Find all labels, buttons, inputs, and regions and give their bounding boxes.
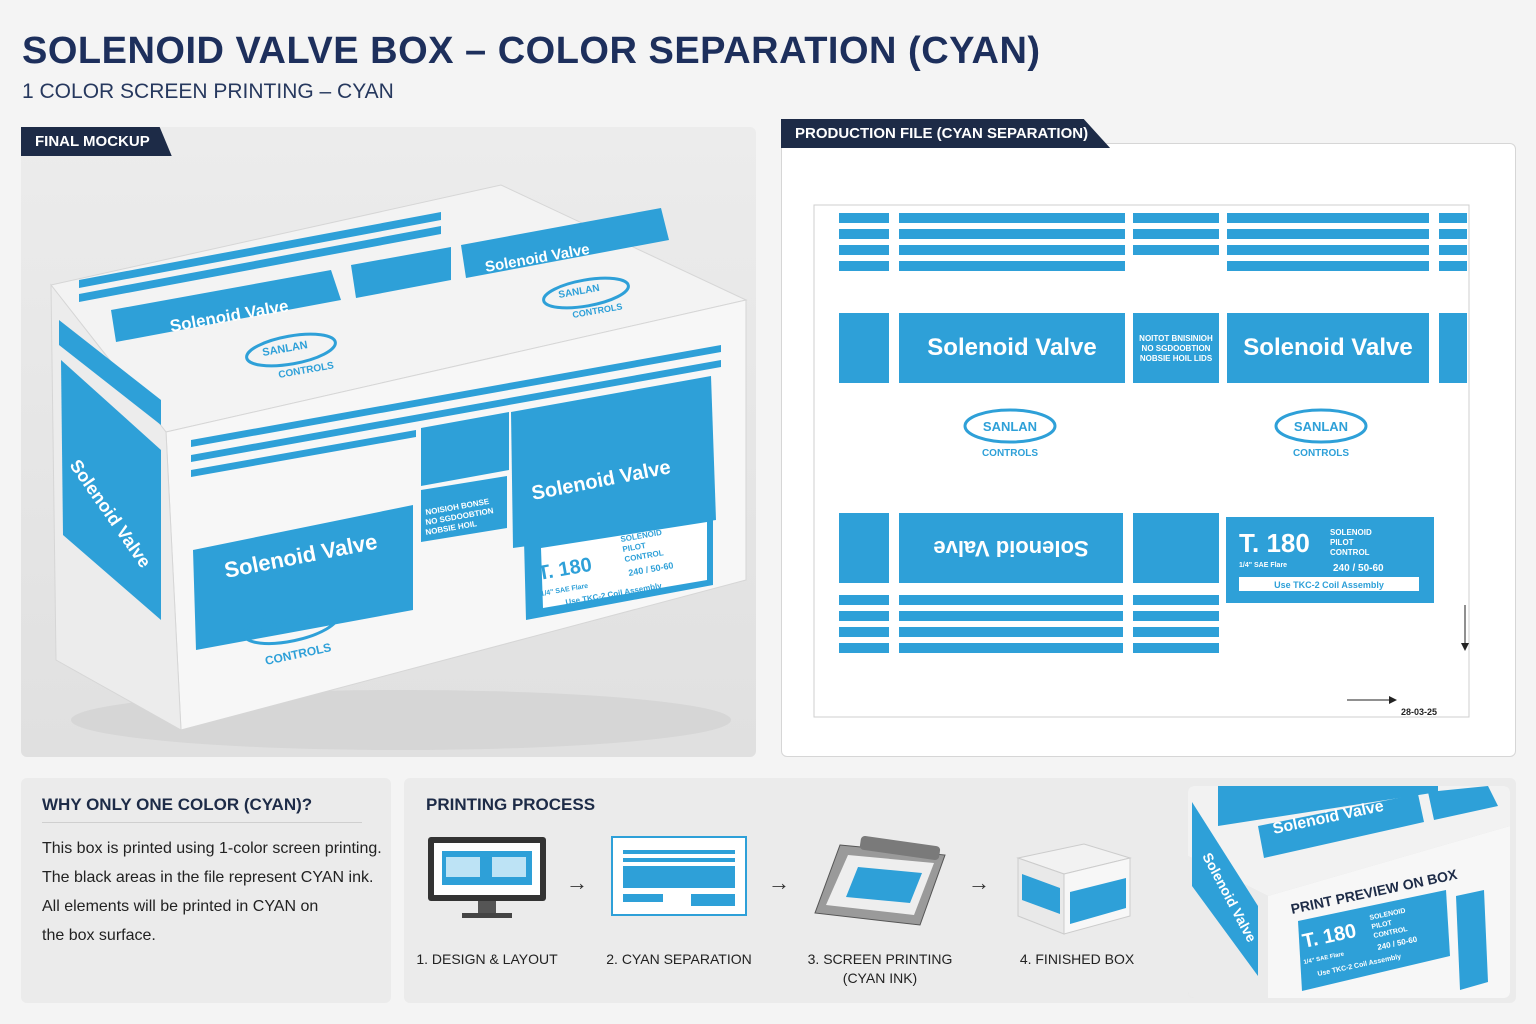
- why-panel: [21, 778, 391, 1003]
- production-flare: 1/4" SAE Flare: [1239, 562, 1287, 569]
- production-coil-note: Use TKC-2 Coil Assembly: [1274, 580, 1384, 590]
- production-spec-2: CONTROL: [1330, 548, 1370, 557]
- box-icon: [1016, 843, 1132, 935]
- process-arrow-3: →: [968, 870, 990, 895]
- step-label-4: 4. FINISHED BOX: [1019, 951, 1135, 967]
- production-product-1: Solenoid Valve: [927, 334, 1096, 361]
- page-subtitle: 1 COLOR SCREEN PRINTING – CYAN: [22, 80, 394, 103]
- step-label-3-line2: (CYAN INK): [842, 970, 918, 986]
- print-preview-photo: Solenoid Valve Solenoid Valve PRINT PREV…: [1188, 786, 1510, 998]
- production-brand-sub-1: CONTROLS: [982, 448, 1038, 459]
- preview-spec-1: PILOT: [1371, 920, 1393, 931]
- production-date: 28-03-25: [1401, 707, 1437, 717]
- why-line-4: the box surface.: [42, 927, 156, 944]
- process-arrow-1: →: [566, 870, 588, 895]
- production-voltage: 240 / 50-60: [1333, 563, 1384, 574]
- production-brand-1: SANLAN: [983, 419, 1037, 434]
- final-mockup-tag: FINAL MOCKUP: [21, 127, 172, 156]
- production-side-text-0: NOITOT BNISINIOH: [1139, 334, 1213, 343]
- production-brand-2: SANLAN: [1294, 419, 1348, 434]
- why-title: WHY ONLY ONE COLOR (CYAN)?: [42, 795, 313, 814]
- production-spec-1: PILOT: [1330, 538, 1354, 547]
- mockup-box-illustration: Solenoid Valve Solenoid Valve SANLAN CON…: [50, 184, 748, 750]
- process-arrow-2: →: [768, 870, 790, 895]
- production-product-2: Solenoid Valve: [1243, 334, 1412, 361]
- step-label-3: 3. SCREEN PRINTING (CYAN INK): [805, 950, 955, 988]
- why-divider: [42, 822, 362, 823]
- step-label-1: 1. DESIGN & LAYOUT: [416, 951, 558, 967]
- step-label-3-line1: 3. SCREEN PRINTING: [807, 951, 953, 967]
- production-file-tag: PRODUCTION FILE (CYAN SEPARATION): [781, 119, 1111, 148]
- production-side-text-2: NOBSIE HOIL LIDS: [1140, 354, 1213, 363]
- mockup-spec-1: PILOT: [622, 541, 647, 554]
- production-product-flipped: Solenoid Valve: [933, 536, 1088, 561]
- why-line-2: The black areas in the file represent CY…: [42, 869, 374, 886]
- screen-frame-icon: [814, 836, 946, 926]
- why-line-3: All elements will be printed in CYAN on: [42, 898, 319, 915]
- monitor-icon: [428, 837, 546, 918]
- step-label-2: 2. CYAN SEPARATION: [606, 951, 752, 967]
- production-spec-0: SOLENOID: [1330, 528, 1372, 537]
- process-title: PRINTING PROCESS: [426, 795, 596, 814]
- why-line-1: This box is printed using 1-color screen…: [42, 840, 382, 857]
- why-body: This box is printed using 1-color screen…: [42, 834, 382, 950]
- separation-sheet-icon: [611, 836, 747, 916]
- page-title: SOLENOID VALVE BOX – COLOR SEPARATION (C…: [22, 30, 1041, 72]
- production-model: T. 180: [1239, 528, 1310, 558]
- production-side-text-1: NO SGDOOBTION: [1142, 344, 1211, 353]
- production-brand-sub-2: CONTROLS: [1293, 448, 1349, 459]
- production-dieline: Solenoid Valve Solenoid Valve NOITOT BNI…: [813, 204, 1470, 718]
